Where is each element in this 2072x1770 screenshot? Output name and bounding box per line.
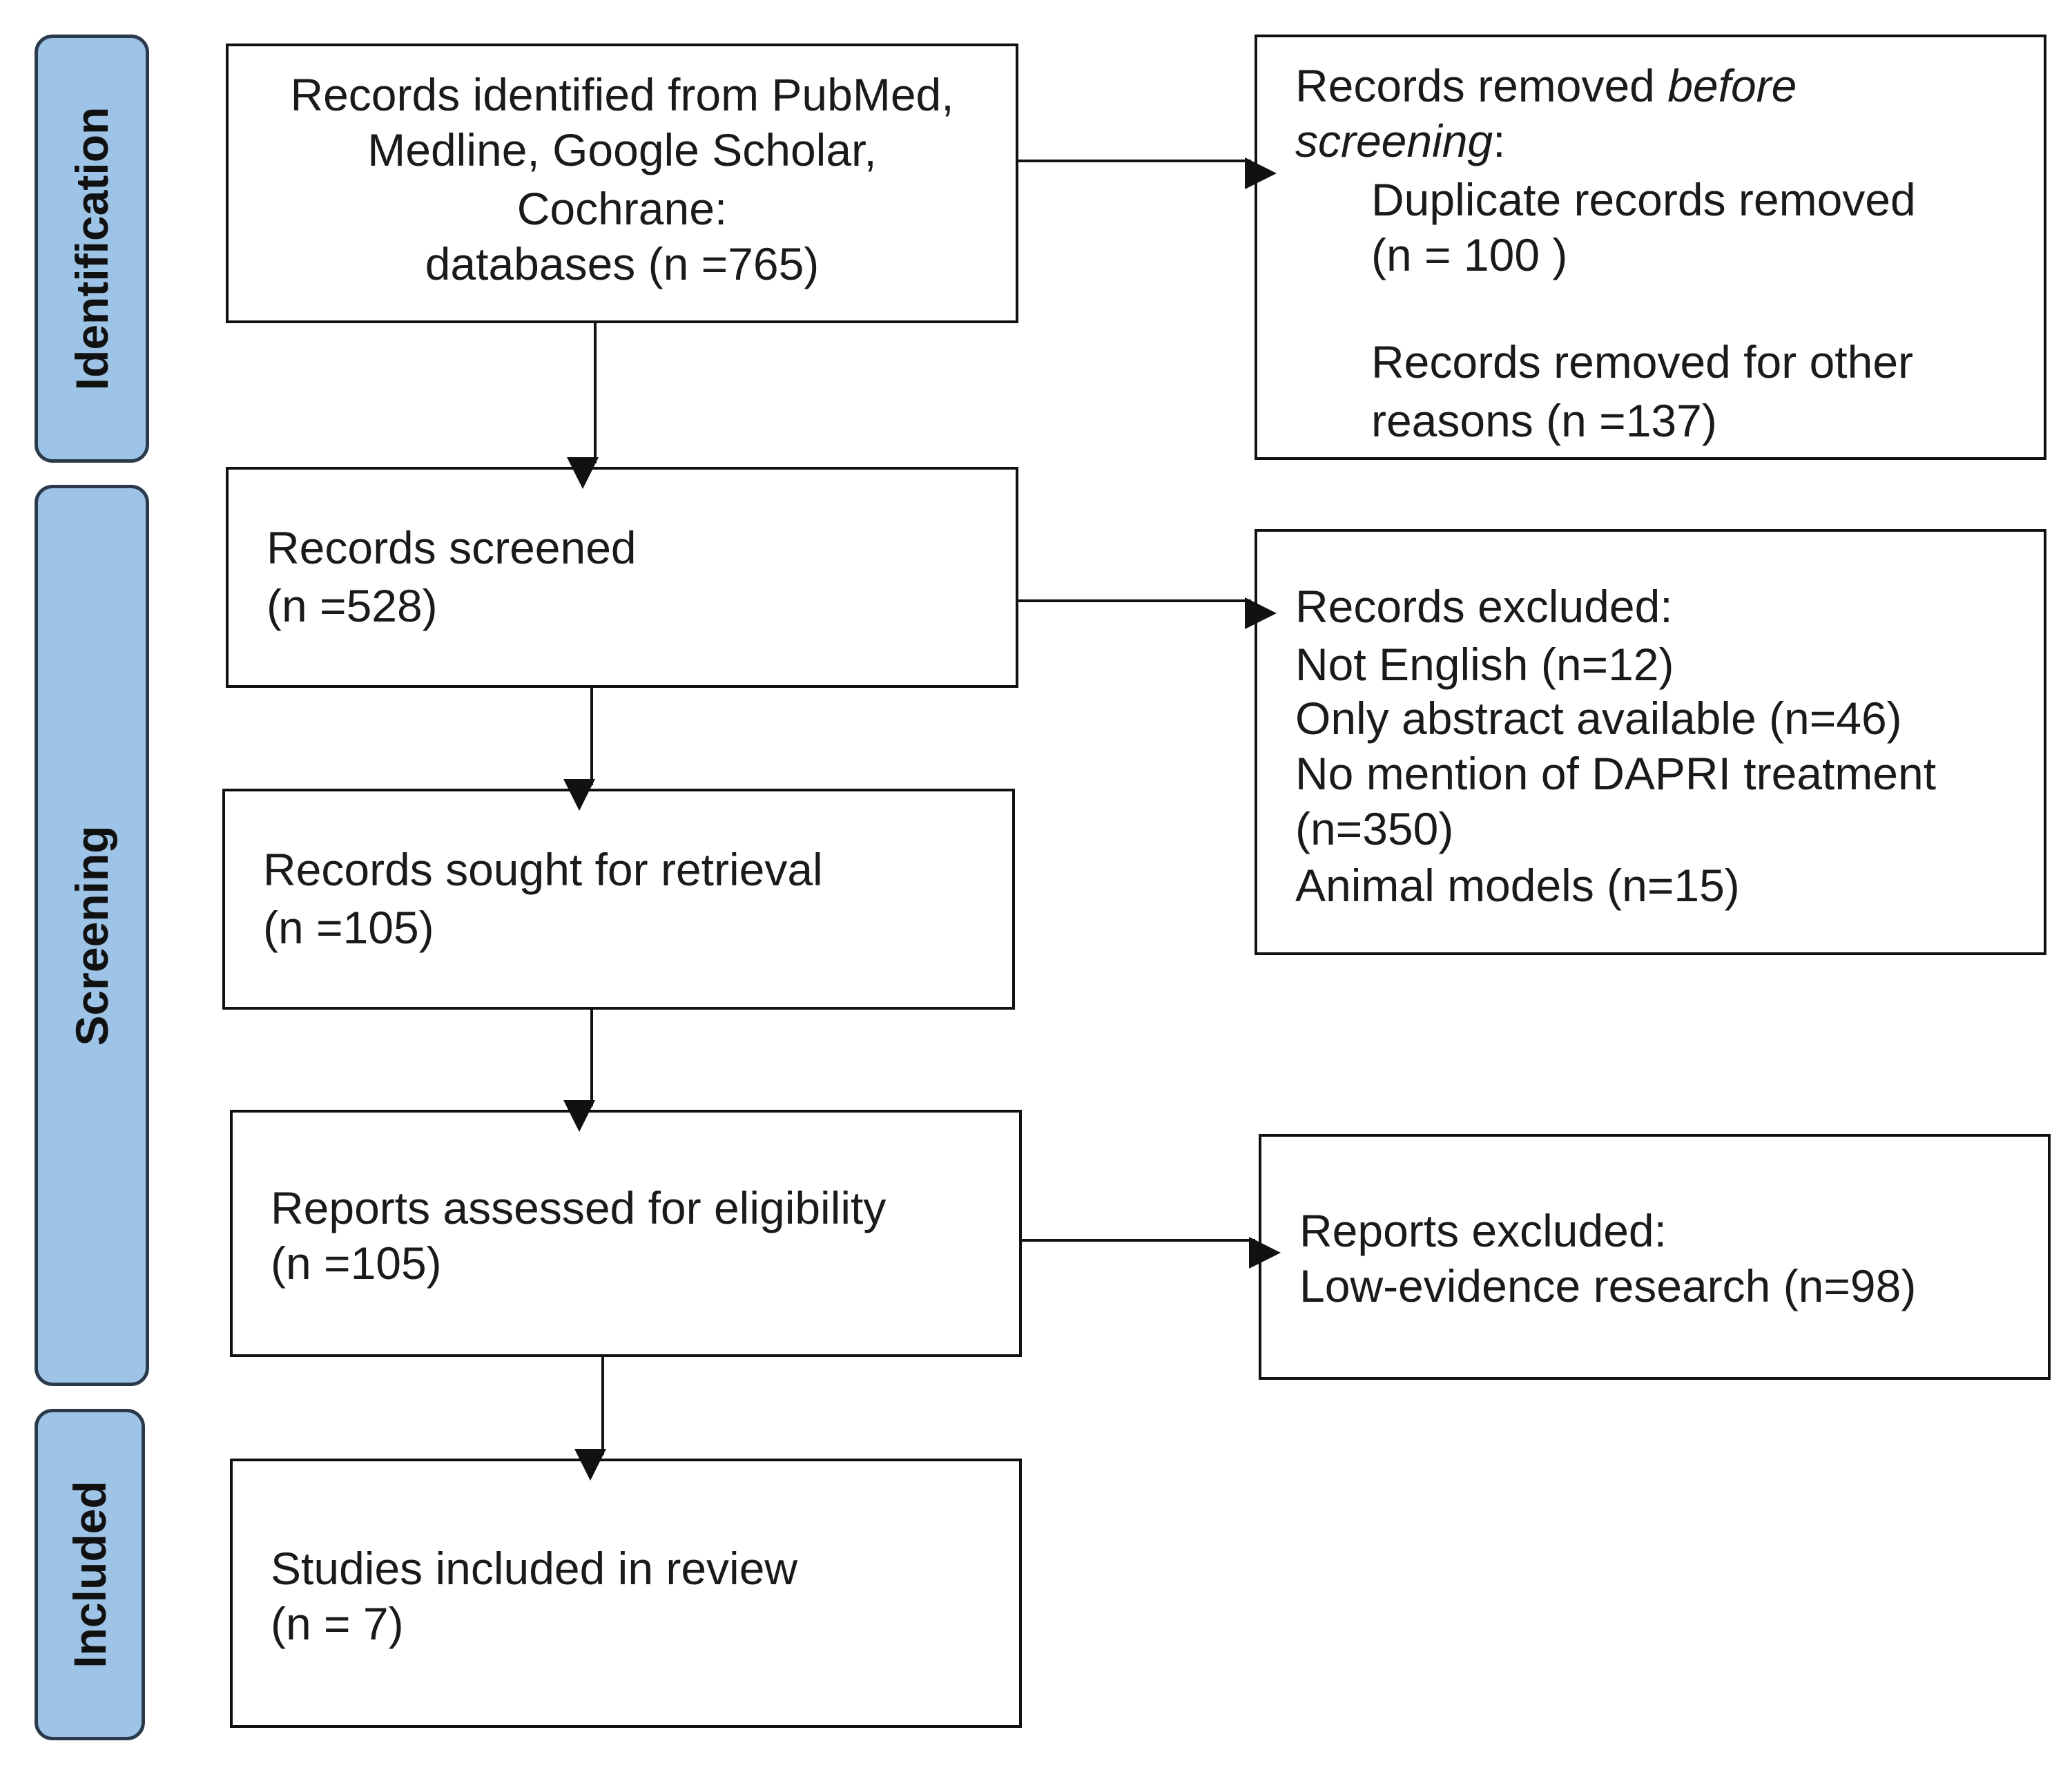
records-sought-box: Records sought for retrieval (n =105) (222, 789, 1015, 1010)
records-identified-box: Records identified from PubMed, Medline,… (226, 44, 1018, 323)
reports-excluded-box: Reports excluded: Low-evidence research … (1259, 1134, 2051, 1380)
duplicates-label: Duplicate records removed (1371, 174, 1916, 225)
included-label: Studies included in review (271, 1543, 798, 1594)
excluded-item-abstract-only: Only abstract available (n=46) (1295, 693, 1902, 744)
removed-title-screening: screening (1295, 115, 1493, 166)
removed-title-colon: : (1493, 115, 1506, 166)
other-removed-count: reasons (n =137) (1371, 395, 1717, 446)
assessed-count: (n =105) (271, 1238, 442, 1289)
identified-line-1: Records identified from PubMed, (290, 69, 954, 120)
included-count: (n = 7) (271, 1598, 404, 1649)
duplicates-count: (n = 100 ) (1371, 229, 1568, 280)
records-screened-box: Records screened (n =528) (226, 467, 1018, 688)
reports-excluded-reason: Low-evidence research (n=98) (1299, 1260, 1917, 1311)
excluded-title: Records excluded: (1295, 581, 1673, 632)
records-removed-box: Records removed before screening: Duplic… (1255, 35, 2046, 460)
excluded-item-animal-models: Animal models (n=15) (1295, 860, 1740, 911)
excluded-item-not-english: Not English (n=12) (1295, 639, 1674, 690)
assessed-label: Reports assessed for eligibility (271, 1182, 887, 1233)
identified-line-4: databases (n =765) (425, 238, 820, 289)
excluded-item-no-dapri-count: (n=350) (1295, 803, 1454, 854)
screened-label: Records screened (267, 522, 637, 573)
identified-line-2: Medline, Google Scholar, (367, 124, 877, 175)
excluded-item-no-dapri: No mention of DAPRI treatment (1295, 748, 1937, 799)
removed-title-start: Records removed (1295, 60, 1668, 111)
removed-title-italic: before (1667, 60, 1797, 111)
reports-assessed-box: Reports assessed for eligibility (n =105… (230, 1110, 1022, 1357)
screened-count: (n =528) (267, 580, 438, 631)
removed-title-line-1: Records removed before (1295, 58, 1797, 113)
phase-screening: Screening (35, 485, 149, 1386)
reports-excluded-title: Reports excluded: (1299, 1205, 1667, 1256)
records-excluded-box: Records excluded: Not English (n=12) Onl… (1255, 529, 2046, 955)
studies-included-box: Studies included in review (n = 7) (230, 1459, 1022, 1728)
sought-label: Records sought for retrieval (263, 844, 823, 895)
sought-count: (n =105) (263, 902, 434, 953)
identified-line-3: Cochrane: (516, 183, 728, 234)
removed-title-line-2: screening: (1295, 113, 1506, 169)
other-removed-label: Records removed for other (1371, 336, 1914, 387)
phase-included: Included (35, 1409, 145, 1740)
phase-identification: Identification (35, 35, 149, 463)
